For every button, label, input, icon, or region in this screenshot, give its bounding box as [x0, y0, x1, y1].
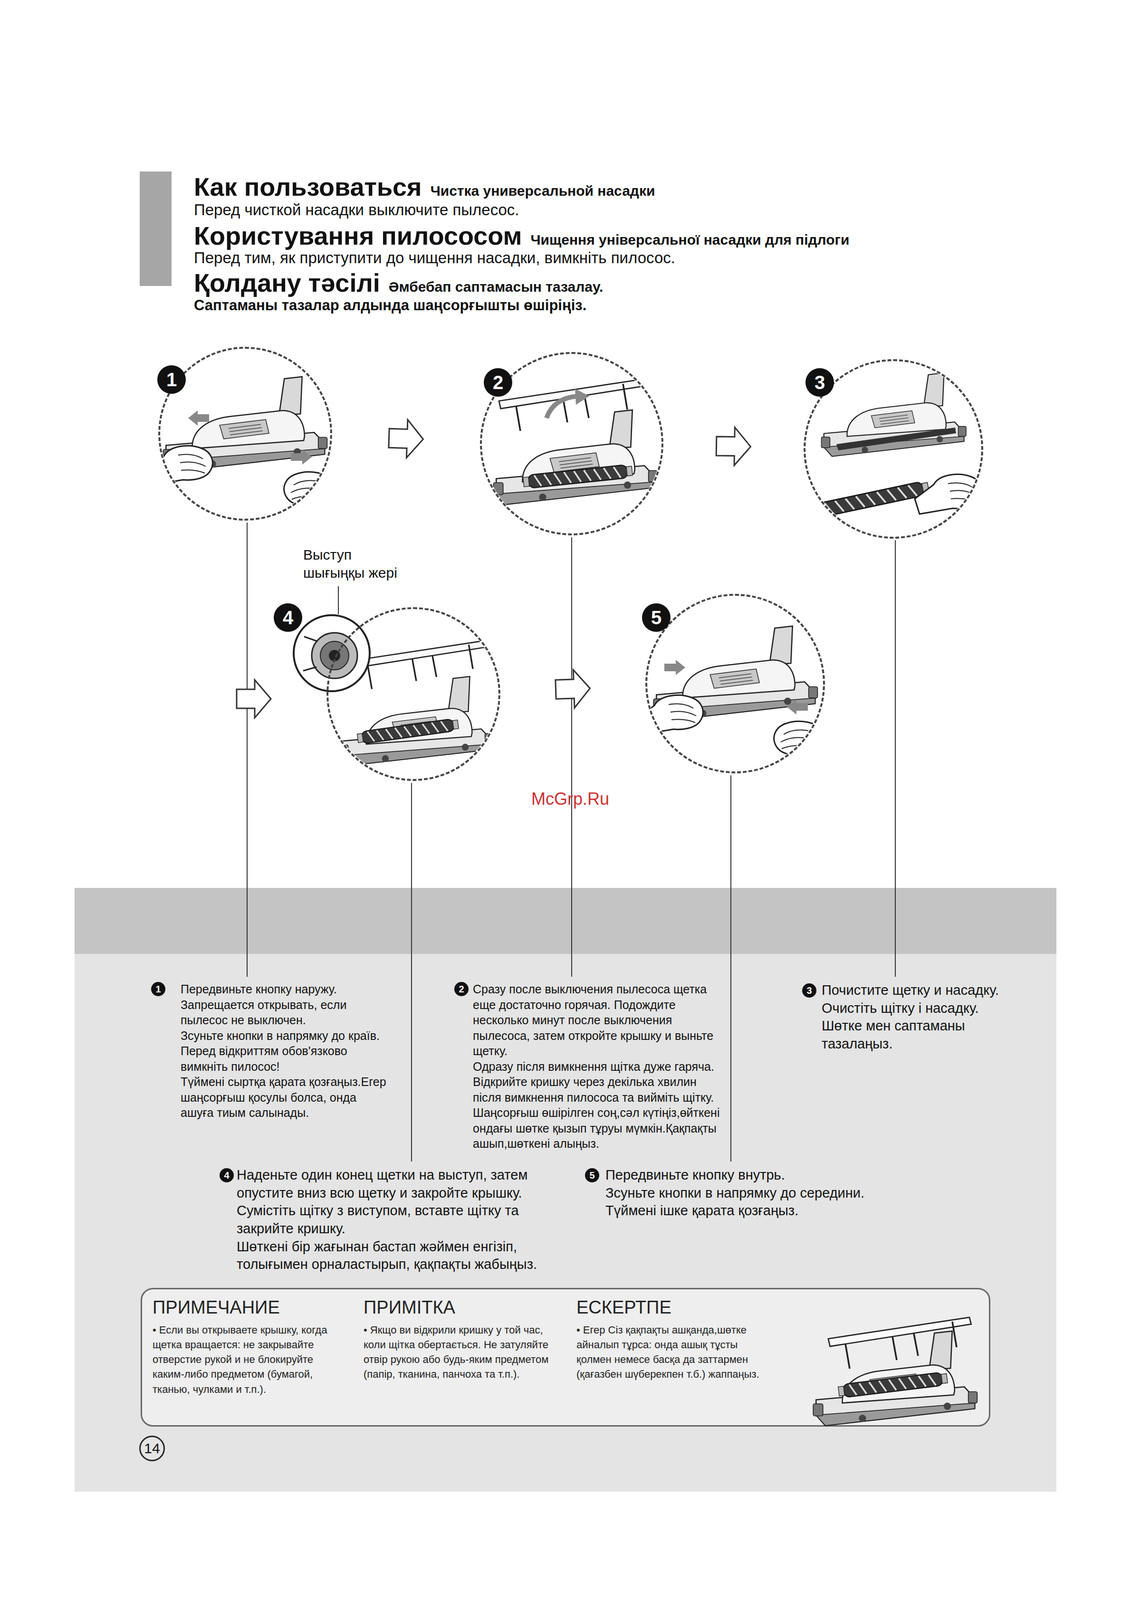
page-title: Как пользоваться — [193, 172, 422, 202]
heading: Перед тим, як приступити до чищення наса… — [193, 249, 676, 268]
callout-number: 5 — [642, 603, 671, 633]
page-number: 14 — [139, 1436, 165, 1462]
step-text: Зсуньте кнопки в напрямку до країв. Пере… — [180, 1028, 390, 1075]
callout-number: 3 — [802, 983, 817, 998]
step-text: Наденьте один конец щетки на выступ, зат… — [236, 1166, 579, 1203]
step-column: 5Передвиньте кнопку внутрь.Зсуньте кнопк… — [605, 1166, 948, 1221]
heading: Чищення універсальної насадки для підлог… — [530, 231, 850, 249]
step-text: Почистите щетку и насадку. — [821, 981, 1031, 1000]
heading: Чистка универсальной насадки — [430, 182, 656, 200]
step-circle: 5 — [645, 594, 825, 774]
note-column: ПРИМЕЧАНИЕ• Если вы открываете крышку, к… — [152, 1297, 348, 1398]
note-heading: ЕСКЕРТПЕ — [576, 1297, 772, 1320]
heading: Қолдану тәсілі — [193, 268, 381, 298]
heading-row: Қолдану тәсілі Әмбебап саптамасын тазалау… — [193, 268, 604, 298]
step-illustration — [812, 373, 983, 519]
heading-row: Саптаманы тазалар алдында шаңсорғышты өш… — [193, 297, 587, 315]
leader-line — [571, 537, 573, 978]
step-text: Түймені сыртқа қарата қозғаңыз.Егер шаңс… — [180, 1074, 390, 1122]
step-text: Түймені ішке қарата қозғаңыз. — [605, 1202, 948, 1221]
step-column: 1Передвиньте кнопку наружу. Запрещается … — [180, 981, 390, 1122]
note-box: ПРИМЕЧАНИЕ• Если вы открываете крышку, к… — [140, 1288, 991, 1428]
heading: Користування пилососом — [193, 220, 522, 251]
header-bar — [139, 171, 172, 287]
step-column: 4Наденьте один конец щетки на выступ, за… — [236, 1166, 579, 1275]
callout-number: 1 — [157, 365, 186, 394]
inset-detail — [293, 615, 370, 692]
leader-line — [411, 783, 413, 1162]
step-text: Передвиньте кнопку наружу. Запрещается о… — [180, 981, 390, 1029]
step-text: Зсуньте кнопки в напрямку до середини. — [605, 1184, 948, 1203]
heading: Әмбебап саптамасын тазалау. — [388, 278, 604, 296]
band — [74, 954, 1057, 1493]
heading-row: Перед чисткой насадки выключите пылесос. — [193, 201, 520, 220]
note-heading: ПРИМЕЧАНИЕ — [152, 1297, 348, 1320]
step-text: Шөткені бір жағынан бастап жәймен енгізі… — [236, 1238, 579, 1275]
step-text: Шаңсорғыш өшірілген соң,сәл күтіңіз,өйтк… — [472, 1105, 720, 1152]
watermark: McGrp.Ru — [531, 788, 610, 810]
step-circle: 1 — [158, 346, 333, 521]
step-text: Одразу після вимкнення щітка дуже гаряча… — [472, 1059, 720, 1106]
callout-number: 5 — [584, 1168, 600, 1183]
flow-arrow — [555, 670, 591, 709]
callout-number: 2 — [454, 982, 469, 997]
step-text: Сразу после выключения пылесоса щетка ещ… — [472, 981, 720, 1060]
flow-arrow — [236, 680, 271, 719]
step-illustration — [144, 376, 352, 512]
leader-line — [894, 540, 896, 978]
leader-line — [730, 775, 732, 1162]
note-text: • Если вы открываете крышку, когда щетка… — [152, 1322, 348, 1398]
note-illustration — [809, 1294, 986, 1428]
step-text: Очистіть щітку і насадку. — [821, 999, 1031, 1018]
heading: Саптаманы тазалар алдында шаңсорғышты өш… — [193, 297, 587, 315]
step-column: 2Сразу после выключения пылесоса щетка е… — [472, 981, 720, 1152]
callout-number: 4 — [273, 603, 303, 633]
step-text: Передвиньте кнопку внутрь. — [605, 1166, 948, 1185]
leader-line — [246, 522, 248, 978]
flow-arrow — [716, 427, 751, 466]
callout-number: 1 — [151, 982, 166, 997]
step-text: Шөтке мен саптаманы тазалаңыз. — [821, 1017, 1031, 1054]
note-text: • Якщо ви відкрили кришку у той час, кол… — [363, 1322, 559, 1383]
flow-arrow — [388, 419, 424, 458]
callout-number: 2 — [483, 368, 513, 397]
heading-row: Как пользоваться Чистка универсальной нас… — [193, 172, 655, 202]
note-column: ПРИМІТКА• Якщо ви відкрили кришку у той … — [363, 1297, 559, 1383]
step-column: 3Почистите щетку и насадку.Очистіть щітк… — [821, 981, 1031, 1054]
note-column: ЕСКЕРТПЕ• Егер Сіз қақпақты ашқанда,шөтк… — [576, 1297, 772, 1383]
callout-number: 4 — [219, 1168, 234, 1183]
leader-line — [337, 586, 339, 615]
note-heading: ПРИМІТКА — [363, 1297, 559, 1320]
step-circle: 2 — [479, 352, 664, 536]
step-text: Сумістіть щітку з виступом, вставте щітк… — [236, 1202, 579, 1238]
heading: Перед чисткой насадки выключите пылесос. — [193, 201, 520, 220]
part-label: шығыңқы жері — [303, 564, 398, 582]
part-label: Выступ — [303, 546, 352, 564]
step-circle: 3 — [803, 359, 984, 539]
heading-row: Перед тим, як приступити до чищення наса… — [193, 249, 676, 268]
note-text: • Егер Сіз қақпақты ашқанда,шөтке айналы… — [576, 1322, 772, 1383]
step-circle: 4 — [326, 607, 501, 782]
callout-number: 3 — [805, 368, 834, 397]
band-header — [74, 888, 1057, 955]
step-illustration — [635, 626, 842, 762]
heading-row: Користування пилососом Чищення універсаль… — [193, 220, 850, 251]
step-illustration — [493, 379, 658, 505]
